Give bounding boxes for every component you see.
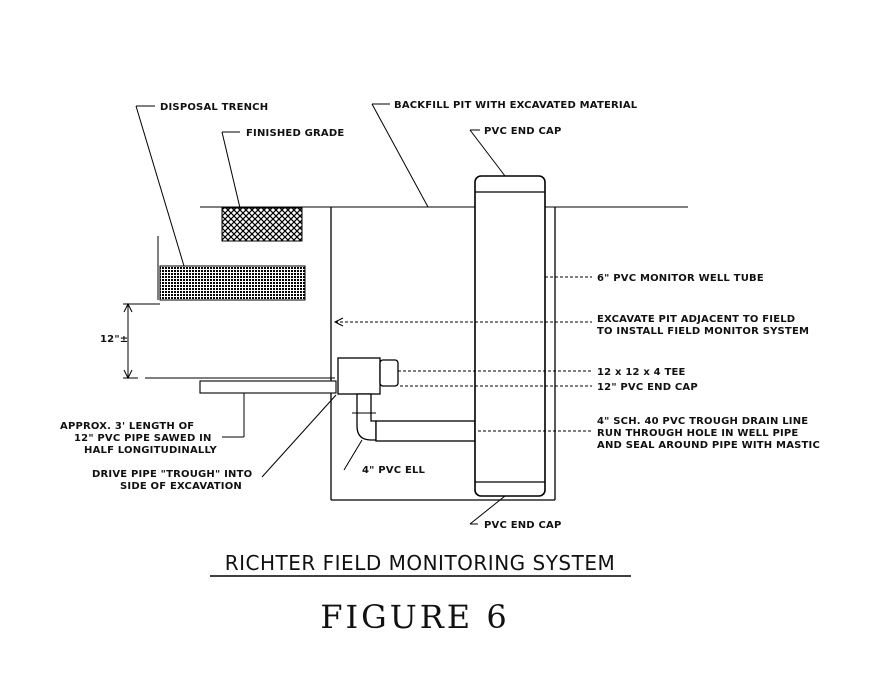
label-drain-2: RUN THROUGH HOLE IN WELL PIPE [597,428,798,439]
dimension-arrow-up [123,302,133,313]
drain-line-pipe [375,420,476,442]
leader-drive [261,394,337,478]
label-approx-3: HALF LONGITUDINALLY [84,445,217,456]
leader-end-cap-top-2 [469,129,506,177]
label-drive-1: DRIVE PIPE "TROUGH" INTO [92,469,252,480]
leader-finished-grade-2 [221,131,241,209]
pvc-ell [356,393,377,441]
label-pvc-ell: 4" PVC ELL [362,465,426,476]
leader-end-cap-bottom-2 [469,495,506,525]
label-tee: 12 x 12 x 4 TEE [597,367,686,378]
label-end-cap-12: 12" PVC END CAP [597,382,698,393]
label-approx-2: 12" PVC PIPE SAWED IN [74,433,212,444]
label-drain-3: AND SEAL AROUND PIPE WITH MASTIC [597,440,820,451]
label-pvc-end-cap-top: PVC END CAP [484,126,561,137]
leader-backfill-2 [371,103,429,208]
leader-disposal-trench-2 [135,105,185,267]
label-excavate-pit-2: TO INSTALL FIELD MONITOR SYSTEM [597,326,809,337]
label-pvc-end-cap-bottom: PVC END CAP [484,520,561,531]
monitor-well-tube [474,175,546,497]
disposal-trench-block [159,265,306,301]
tee-fitting [337,357,381,395]
label-backfill-pit: BACKFILL PIT WITH EXCAVATED MATERIAL [394,100,638,111]
figure-title: FIGURE 6 [320,598,509,636]
leader-excavate-arrow [333,317,344,327]
finished-grade-block [221,207,303,242]
dimension-arrow-down [123,369,133,380]
dimension-label: 12"± [100,334,128,345]
label-excavate-pit-1: EXCAVATE PIT ADJACENT TO FIELD [597,314,795,325]
label-monitor-well-tube: 6" PVC MONITOR WELL TUBE [597,273,764,284]
label-disposal-trench: DISPOSAL TRENCH [160,102,268,113]
leader-ell [343,439,363,471]
label-finished-grade: FINISHED GRADE [246,128,344,139]
half-pipe-trough [199,380,337,394]
system-title: RICHTER FIELD MONITORING SYSTEM [225,551,616,575]
label-drain-1: 4" SCH. 40 PVC TROUGH DRAIN LINE [597,416,808,427]
label-drive-2: SIDE OF EXCAVATION [120,481,242,492]
label-approx-1: APPROX. 3' LENGTH OF [60,421,194,432]
end-cap-12 [379,359,399,387]
